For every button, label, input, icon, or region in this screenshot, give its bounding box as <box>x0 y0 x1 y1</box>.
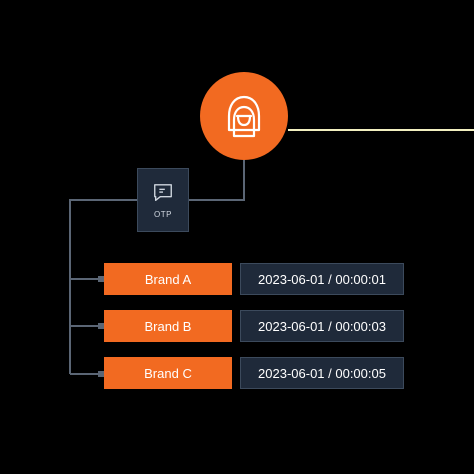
brand-a-timestamp: 2023-06-01 / 00:00:01 <box>240 263 404 295</box>
actor-node <box>200 72 288 160</box>
brand-c-box: Brand C <box>104 357 232 389</box>
otp-label: OTP <box>154 209 172 219</box>
brand-b-box: Brand B <box>104 310 232 342</box>
hooded-user-icon <box>227 95 261 138</box>
actor-to-otp-line <box>189 160 245 201</box>
message-icon <box>154 183 172 201</box>
branch-cap-c <box>98 371 104 377</box>
brand-a-box: Brand A <box>104 263 232 295</box>
brand-b-timestamp: 2023-06-01 / 00:00:03 <box>240 310 404 342</box>
branch-cap-b <box>98 323 104 329</box>
otp-node: OTP <box>137 168 189 232</box>
branch-cap-a <box>98 276 104 282</box>
brand-c-timestamp: 2023-06-01 / 00:00:05 <box>240 357 404 389</box>
otp-trunk-line <box>69 199 137 374</box>
